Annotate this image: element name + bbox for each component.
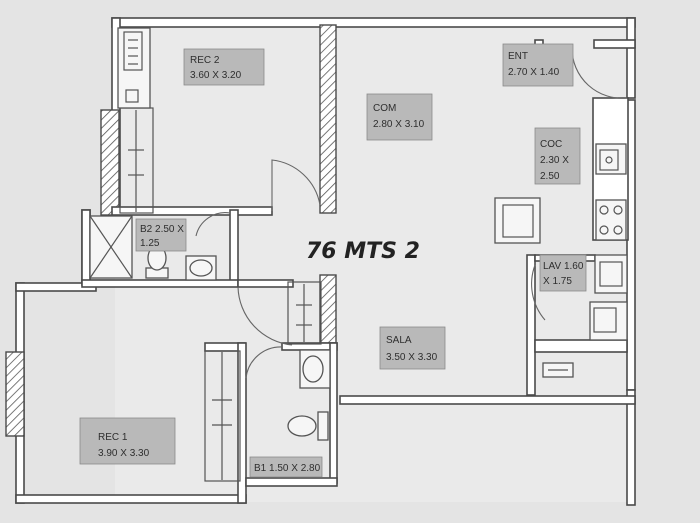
room-name-ent: ENT	[508, 51, 528, 62]
column-sala	[319, 274, 337, 344]
column-rec1	[5, 351, 25, 437]
room-dims-coc-2: 2.50	[540, 171, 560, 182]
room-name-rec1: REC 1	[98, 432, 128, 443]
room-name-rec2: REC 2	[190, 55, 220, 66]
room-dims-b2: 1.25	[140, 238, 160, 249]
cabinet-rec2	[117, 27, 151, 109]
room-dims-ent: 2.70 X 1.40	[508, 67, 560, 78]
room-dims-lav: X 1.75	[543, 276, 572, 287]
room-label-rec1: REC 1 3.90 X 3.30	[79, 417, 176, 465]
room-name-b2: B2 2.50 X	[140, 224, 184, 235]
room-label-b2: B2 2.50 X 1.25	[135, 218, 187, 252]
column-rec2	[100, 109, 120, 216]
wardrobe-sala	[287, 281, 322, 345]
room-label-b1: B1 1.50 X 2.80	[249, 456, 323, 478]
door-lav	[531, 264, 546, 321]
door-b1	[245, 346, 283, 379]
room-label-coc: COC 2.30 X 2.50	[534, 127, 581, 185]
room-dims-com: 2.80 X 3.10	[373, 119, 425, 130]
door-rec1	[237, 286, 293, 346]
room-name-coc: COC	[540, 139, 562, 150]
wardrobe-rec1	[204, 350, 241, 482]
kitchen-fixtures	[494, 143, 628, 378]
room-dims-rec2: 3.60 X 3.20	[190, 70, 242, 81]
room-dims-rec1: 3.90 X 3.30	[98, 448, 150, 459]
bathroom-fixtures	[89, 215, 331, 441]
room-label-com: COM 2.80 X 3.10	[366, 93, 433, 141]
room-name-sala: SALA	[386, 335, 412, 346]
door-rec2	[271, 159, 321, 211]
room-name-lav: LAV 1.60	[543, 261, 584, 272]
room-name-b1: B1 1.50 X 2.80	[254, 463, 321, 474]
washer	[594, 254, 628, 294]
wardrobes	[117, 27, 322, 482]
fridge	[494, 197, 541, 244]
column-com	[319, 24, 337, 214]
toilet-b1	[287, 411, 329, 441]
room-dims-sala: 3.50 X 3.30	[386, 352, 438, 363]
room-name-com: COM	[373, 103, 396, 114]
total-area-label: 76 MTS 2	[306, 239, 420, 264]
room-label-sala: SALA 3.50 X 3.30	[379, 326, 446, 370]
stove	[595, 199, 627, 241]
room-dims-coc-1: 2.30 X	[540, 155, 569, 166]
room-label-rec2: REC 2 3.60 X 3.20	[183, 48, 265, 86]
kitchen-sink	[595, 143, 627, 175]
room-label-lav: LAV 1.60 X 1.75	[539, 254, 587, 292]
room-label-ent: ENT 2.70 X 1.40	[502, 43, 574, 87]
sink-b2	[185, 255, 217, 281]
sink-b1	[299, 349, 331, 389]
hatched-walls	[5, 24, 337, 437]
door-b2	[195, 212, 231, 237]
water-heater	[542, 362, 574, 378]
laundry-sink	[589, 301, 628, 341]
